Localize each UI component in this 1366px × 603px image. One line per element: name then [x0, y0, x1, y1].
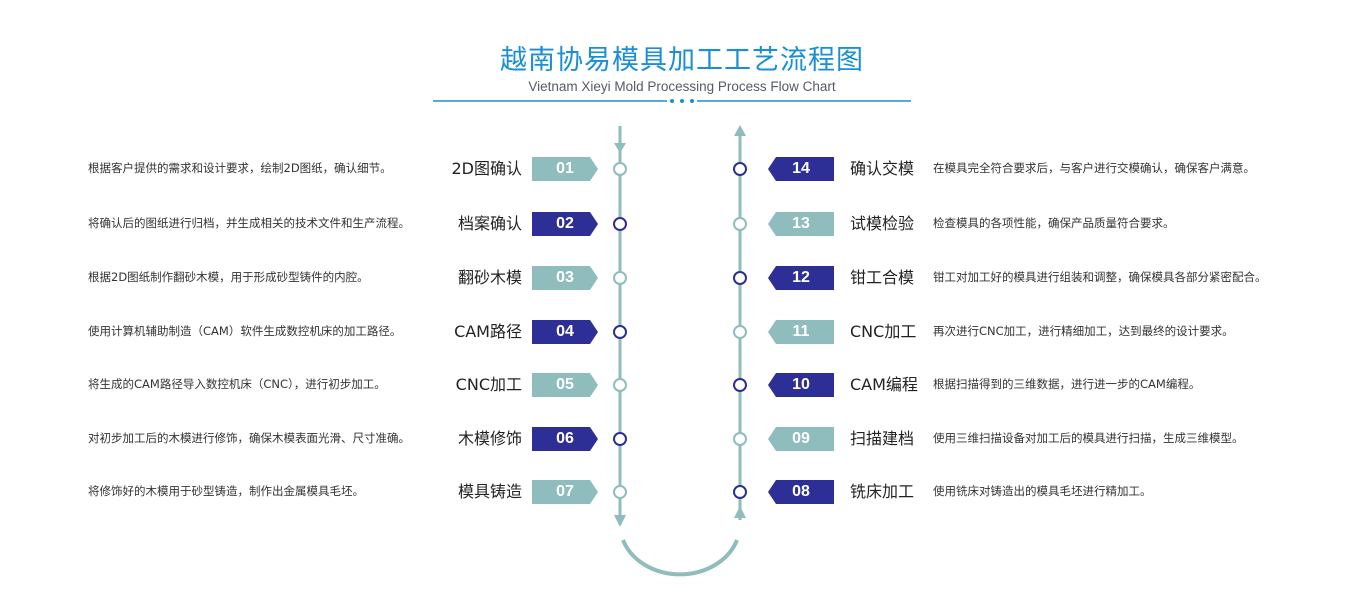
step-description: 使用计算机辅助制造（CAM）软件生成数控机床的加工路径。 — [88, 324, 402, 338]
step-number-badge: 06 — [532, 427, 598, 451]
step-label: 钳工合模 — [850, 268, 915, 287]
step-description: 再次进行CNC加工，进行精细加工，达到最终的设计要求。 — [933, 324, 1234, 338]
step-label: CAM编程 — [850, 375, 918, 394]
step-label: 试模检验 — [850, 214, 915, 233]
step-label: 档案确认 — [457, 214, 522, 233]
step-label: 模具铸造 — [457, 482, 522, 501]
step-label: 木模修饰 — [457, 429, 522, 448]
step-node-05 — [613, 378, 627, 392]
step-number-badge: 12 — [768, 266, 834, 290]
step-label: 翻砂木模 — [457, 268, 522, 287]
step-node-01 — [613, 162, 627, 176]
step-number-badge: 05 — [532, 373, 598, 397]
left-bottom-arrow-icon — [614, 515, 626, 527]
step-description: 根据扫描得到的三维数据，进行进一步的CAM编程。 — [933, 377, 1201, 391]
title-underline-dot — [670, 99, 674, 103]
step-node-06 — [613, 432, 627, 446]
step-label: CNC加工 — [850, 322, 917, 341]
step-label: 扫描建档 — [850, 429, 915, 448]
title-underline-dot — [690, 99, 694, 103]
step-description: 根据2D图纸制作翻砂木模，用于形成砂型铸件的内腔。 — [88, 270, 369, 284]
step-description: 根据客户提供的需求和设计要求，绘制2D图纸，确认细节。 — [88, 161, 392, 175]
step-description: 将确认后的图纸进行归档，并生成相关的技术文件和生产流程。 — [88, 216, 410, 230]
step-node-09 — [733, 432, 747, 446]
step-number-badge: 03 — [532, 266, 598, 290]
step-node-03 — [613, 271, 627, 285]
step-node-08 — [733, 485, 747, 499]
step-node-13 — [733, 217, 747, 231]
step-description: 将生成的CAM路径导入数控机床（CNC），进行初步加工。 — [88, 377, 386, 391]
step-label: 2D图确认 — [451, 159, 522, 178]
step-label: 铣床加工 — [850, 482, 915, 501]
step-description: 使用三维扫描设备对加工后的模具进行扫描，生成三维模型。 — [933, 431, 1244, 445]
step-label: CNC加工 — [455, 375, 522, 394]
step-node-10 — [733, 378, 747, 392]
step-node-14 — [733, 162, 747, 176]
step-label: 确认交模 — [850, 159, 915, 178]
right-top-arrow-icon — [734, 125, 746, 136]
step-number-badge: 04 — [532, 320, 598, 344]
step-description: 将修饰好的木模用于砂型铸造，制作出金属模具毛坯。 — [88, 484, 364, 498]
step-number-badge: 09 — [768, 427, 834, 451]
diagram-title: 越南协易模具加工工艺流程图 — [500, 45, 864, 76]
step-node-02 — [613, 217, 627, 231]
step-number-badge: 08 — [768, 480, 834, 504]
step-description: 钳工对加工好的模具进行组装和调整，确保模具各部分紧密配合。 — [933, 270, 1267, 284]
step-node-12 — [733, 271, 747, 285]
step-number-badge: 02 — [532, 212, 598, 236]
left-top-arrow-icon — [614, 143, 626, 153]
step-number-badge: 07 — [532, 480, 598, 504]
diagram-subtitle: Vietnam Xieyi Mold Processing Process Fl… — [528, 79, 836, 94]
step-node-07 — [613, 485, 627, 499]
step-number-badge: 13 — [768, 212, 834, 236]
right-bottom-arrow-icon — [734, 506, 746, 518]
step-number-badge: 14 — [768, 157, 834, 181]
step-description: 检查模具的各项性能，确保产品质量符合要求。 — [933, 216, 1175, 230]
step-node-11 — [733, 325, 747, 339]
step-description: 使用铣床对铸造出的模具毛坯进行精加工。 — [933, 484, 1152, 498]
step-description: 对初步加工后的木模进行修饰，确保木模表面光滑、尺寸准确。 — [88, 431, 410, 445]
step-description: 在模具完全符合要求后，与客户进行交模确认，确保客户满意。 — [933, 161, 1255, 175]
bottom-connector-arc — [621, 539, 739, 577]
step-number-badge: 01 — [532, 157, 598, 181]
step-node-04 — [613, 325, 627, 339]
step-label: CAM路径 — [454, 322, 522, 341]
title-underline-dot — [680, 99, 684, 103]
step-number-badge: 11 — [768, 320, 834, 344]
step-number-badge: 10 — [768, 373, 834, 397]
